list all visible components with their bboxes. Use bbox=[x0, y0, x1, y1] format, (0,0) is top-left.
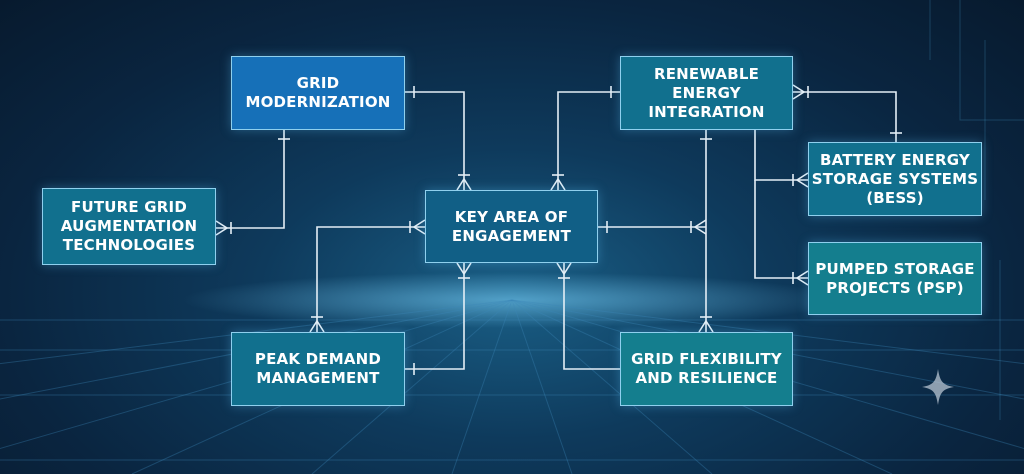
many-marker bbox=[556, 262, 572, 276]
many-marker bbox=[215, 220, 229, 236]
node-future-grid-augmentation: FUTURE GRID AUGMENTATION TECHNOLOGIES bbox=[42, 188, 216, 265]
floor-line bbox=[511, 299, 1024, 450]
connector-line bbox=[754, 180, 808, 279]
node-grid-flexibility-resilience: GRID FLEXIBILITY AND RESILIENCE bbox=[620, 332, 793, 406]
sparkle-icon bbox=[922, 369, 954, 405]
connector-line bbox=[405, 263, 465, 370]
floor-line bbox=[0, 299, 513, 450]
floor-line bbox=[0, 299, 513, 365]
many-marker bbox=[792, 84, 806, 100]
node-battery-energy-storage: BATTERY ENERGY STORAGE SYSTEMS (BESS) bbox=[808, 142, 982, 216]
node-grid-modernization-label: GRID MODERNIZATION bbox=[245, 74, 391, 111]
floor-line bbox=[511, 299, 713, 474]
node-renewable-label: RENEWABLE ENERGY INTEGRATION bbox=[648, 64, 765, 121]
connector-line bbox=[405, 91, 465, 190]
floor-line bbox=[511, 299, 1024, 400]
connector-line bbox=[216, 130, 285, 229]
connector-line bbox=[557, 91, 620, 190]
many-marker bbox=[698, 319, 714, 333]
floor-line bbox=[311, 299, 513, 474]
node-key-area-label: KEY AREA OF ENGAGEMENT bbox=[451, 207, 572, 245]
many-marker bbox=[456, 177, 472, 191]
node-grid-flex-label: GRID FLEXIBILITY AND RESILIENCE bbox=[631, 350, 782, 387]
floor-line bbox=[511, 299, 1024, 365]
node-peak-demand-management: PEAK DEMAND MANAGEMENT bbox=[231, 332, 405, 406]
node-psp-label: PUMPED STORAGE PROJECTS (PSP) bbox=[815, 259, 975, 297]
many-marker bbox=[309, 319, 325, 333]
connector-line bbox=[754, 130, 808, 181]
many-marker bbox=[550, 177, 566, 191]
node-key-area-of-engagement: KEY AREA OF ENGAGEMENT bbox=[425, 190, 598, 263]
many-marker bbox=[412, 219, 426, 235]
node-peak-demand-label: PEAK DEMAND MANAGEMENT bbox=[254, 350, 382, 387]
many-marker bbox=[456, 262, 472, 276]
node-grid-modernization: GRID MODERNIZATION bbox=[231, 56, 405, 130]
floor-line bbox=[0, 299, 513, 400]
many-marker bbox=[693, 219, 707, 235]
floor-line bbox=[511, 299, 573, 474]
node-bess-label: BATTERY ENERGY STORAGE SYSTEMS (BESS) bbox=[811, 150, 979, 207]
many-marker bbox=[795, 172, 809, 188]
node-future-grid-label: FUTURE GRID AUGMENTATION TECHNOLOGIES bbox=[60, 198, 198, 254]
floor-line bbox=[451, 299, 513, 474]
node-pumped-storage-projects: PUMPED STORAGE PROJECTS (PSP) bbox=[808, 242, 982, 315]
connector-line bbox=[793, 91, 897, 142]
connector-line bbox=[563, 263, 620, 370]
node-renewable-energy-integration: RENEWABLE ENERGY INTEGRATION bbox=[620, 56, 793, 130]
many-marker bbox=[795, 270, 809, 286]
connector-line bbox=[316, 226, 425, 332]
